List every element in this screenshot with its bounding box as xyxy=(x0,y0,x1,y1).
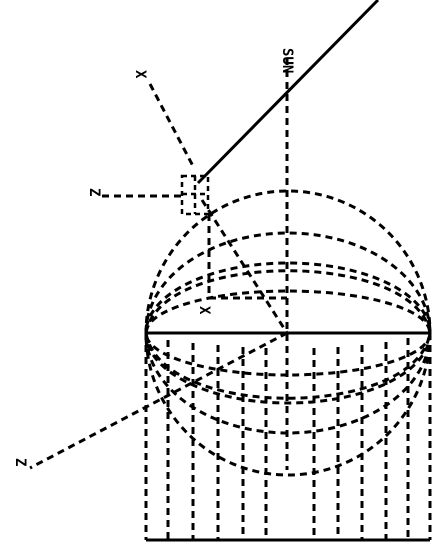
z-left-label: Z xyxy=(86,188,102,196)
x-mid-label: X xyxy=(196,306,212,315)
z-bottom-label: Z xyxy=(12,458,28,466)
earth-z-axis xyxy=(29,331,288,470)
x-top-label: X xyxy=(132,70,148,79)
spacecraft-x-axis xyxy=(148,83,196,169)
sun-label: SUN xyxy=(279,48,295,73)
spacecraft-icon xyxy=(180,174,210,216)
shadow-cylinder-lines xyxy=(144,333,432,540)
sun-ray-line xyxy=(196,0,380,185)
